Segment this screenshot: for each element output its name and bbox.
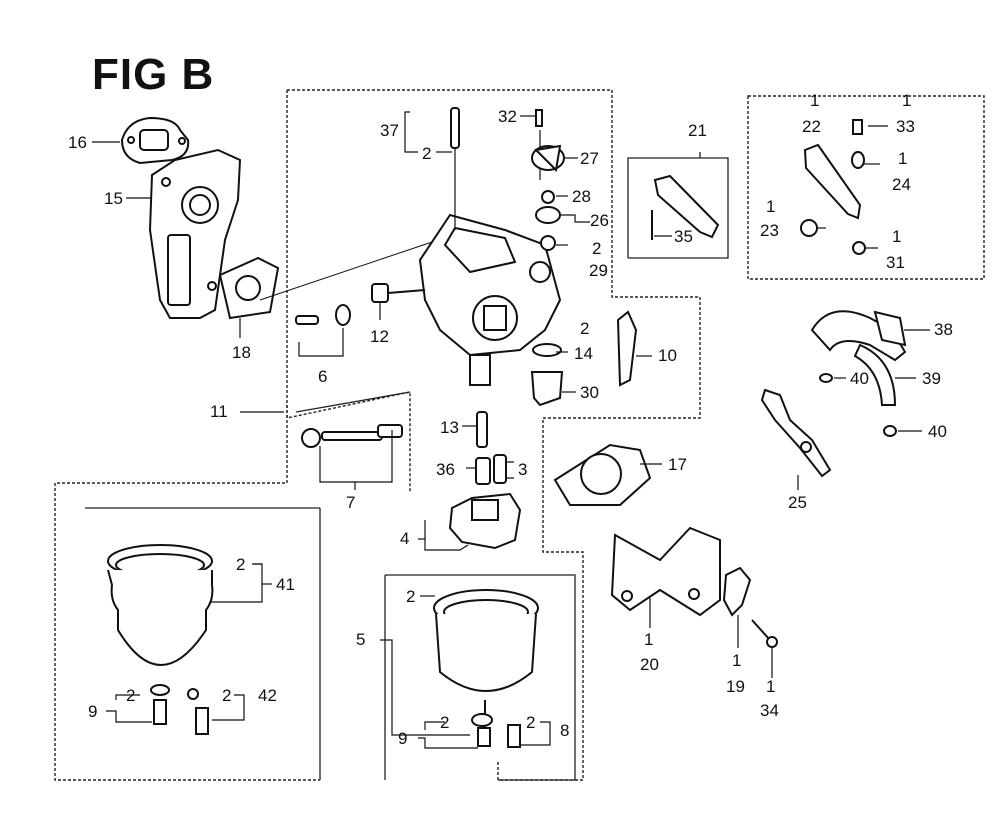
callout-label: 1 <box>766 677 776 696</box>
callout-label: 1 <box>766 197 776 216</box>
callout-label: 4 <box>400 529 410 548</box>
part-16-gasket <box>120 116 190 165</box>
callout-label: 19 <box>726 677 745 696</box>
callout-label: 2 <box>422 144 432 163</box>
callout-label: 42 <box>258 686 277 705</box>
callout-label: 32 <box>498 107 517 126</box>
callout-label: 7 <box>346 493 356 512</box>
callout-label: 10 <box>658 346 677 365</box>
callout-label: 2 <box>592 239 602 258</box>
callout-label: 2 <box>440 713 450 732</box>
callout-label: 25 <box>788 493 807 512</box>
callout-label: 2 <box>526 713 536 732</box>
screws-and-springs <box>295 283 507 485</box>
callout-label: 24 <box>892 175 911 194</box>
callout-label: 40 <box>850 369 869 388</box>
part-11-carburetor <box>418 130 562 386</box>
part-41-bowl <box>107 544 214 735</box>
callout-label: 39 <box>922 369 941 388</box>
callout-label: 26 <box>590 211 609 230</box>
callout-label: 16 <box>68 133 87 152</box>
callout-label: 40 <box>928 422 947 441</box>
callout-label: 2 <box>580 319 590 338</box>
callout-label: 9 <box>88 702 98 721</box>
callout-label: 11 <box>210 402 228 421</box>
lever-kit-outline <box>747 95 985 280</box>
callout-label: 6 <box>318 367 328 386</box>
callout-label: 38 <box>934 320 953 339</box>
callout-label: 41 <box>276 575 295 594</box>
carburetor-group-outline <box>287 89 701 781</box>
callout-label: 29 <box>589 261 608 280</box>
callout-label: 1 <box>810 91 820 110</box>
upper-small-parts <box>450 107 565 407</box>
callout-label: 33 <box>896 117 915 136</box>
callout-label: 36 <box>436 460 455 479</box>
callout-label: 17 <box>668 455 687 474</box>
callout-label: 31 <box>886 253 905 272</box>
left-bowl-group-outline <box>54 405 320 781</box>
callout-label: 2 <box>406 587 416 606</box>
callout-label: 14 <box>574 344 593 363</box>
part-20-bracket <box>610 526 721 617</box>
callout-label: 2 <box>236 555 246 574</box>
callout-label: 27 <box>580 149 599 168</box>
callout-label: 2 <box>222 686 232 705</box>
part-4-float <box>448 492 522 550</box>
callout-label: 23 <box>760 221 779 240</box>
part-5-bowl <box>433 589 539 748</box>
callout-label: 9 <box>398 729 408 748</box>
callout-label: 1 <box>902 91 912 110</box>
callout-label: 3 <box>518 460 528 479</box>
callout-label: 2 <box>126 686 136 705</box>
callout-label: 13 <box>440 418 459 437</box>
callout-label: 22 <box>802 117 821 136</box>
callout-label: 1 <box>898 149 908 168</box>
callout-label: 1 <box>732 651 742 670</box>
lever-kit-parts <box>800 119 866 255</box>
callout-label: 28 <box>572 187 591 206</box>
part-21-lever <box>651 174 720 240</box>
carburetor-group-outline-left <box>286 90 411 492</box>
callout-label: 5 <box>356 630 366 649</box>
callout-label: 21 <box>688 121 707 140</box>
parts-38-39-40-25 <box>760 310 907 478</box>
callout-label: 20 <box>640 655 659 674</box>
callout-label: 15 <box>104 189 123 208</box>
callout-label: 12 <box>370 327 389 346</box>
part-18-gasket <box>218 239 439 320</box>
parts-19-34 <box>722 566 778 648</box>
callout-label: 35 <box>674 227 693 246</box>
part-17-gasket <box>553 443 652 506</box>
part-10-float-needle <box>616 310 638 387</box>
callout-label: 1 <box>892 227 902 246</box>
callout-label: 18 <box>232 343 251 362</box>
callout-label: 37 <box>380 121 399 140</box>
callout-label: 1 <box>644 630 654 649</box>
callout-label: 34 <box>760 701 779 720</box>
figure-title: FIG B <box>92 50 215 99</box>
callout-label: 30 <box>580 383 599 402</box>
callout-label: 8 <box>560 721 570 740</box>
